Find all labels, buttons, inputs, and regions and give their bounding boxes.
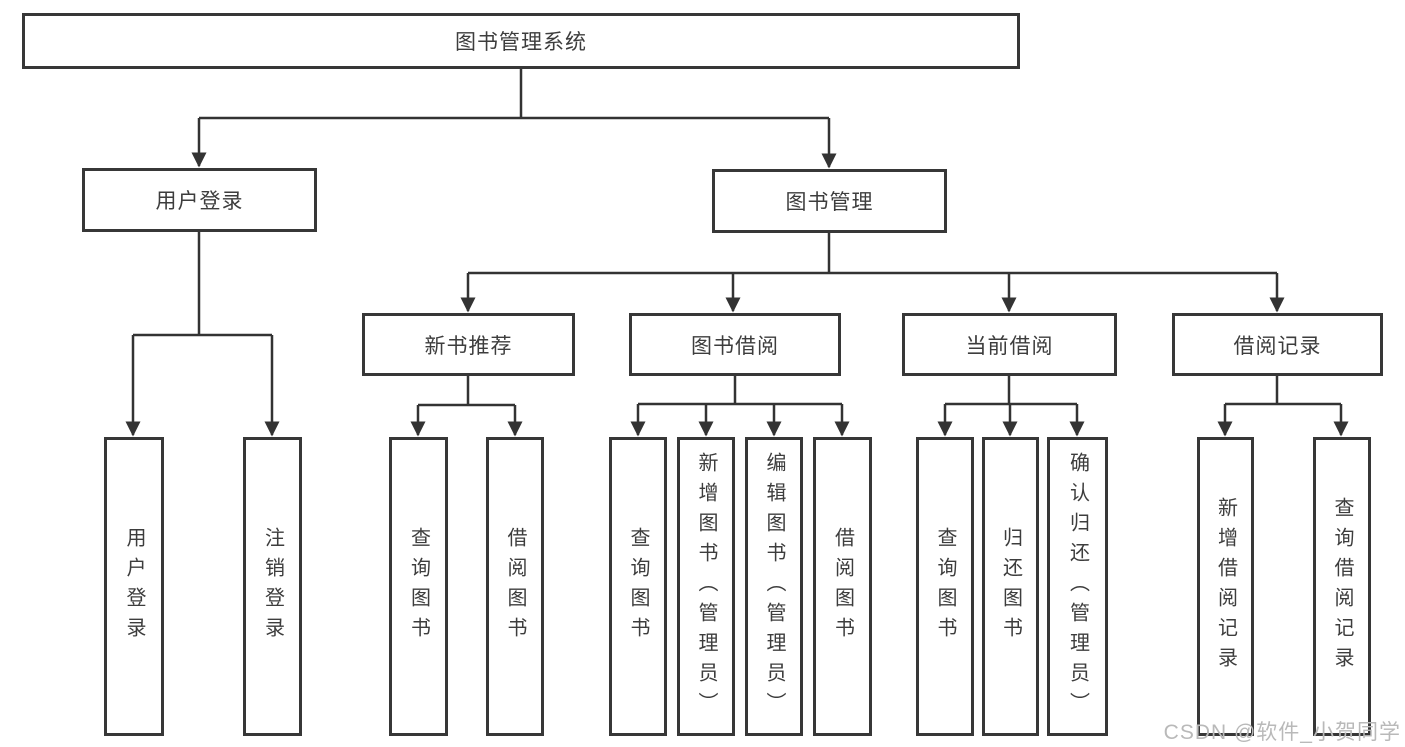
- leaf-user-login: 用户登录: [104, 437, 164, 736]
- leaf-borrow-books-recommendation: 借阅图书: [486, 437, 544, 736]
- node-user-login: 用户登录: [82, 168, 317, 232]
- node-borrowing-records: 借阅记录: [1172, 313, 1383, 376]
- node-current-borrowing: 当前借阅: [902, 313, 1117, 376]
- csdn-watermark: CSDN @软件_小贺同学: [1163, 721, 1401, 744]
- node-book-management: 图书管理: [712, 169, 947, 233]
- leaf-edit-books-admin: 编辑图书（管理员）: [745, 437, 803, 736]
- leaf-query-books-borrowing: 查询图书: [609, 437, 667, 736]
- leaf-query-borrowing-record: 查询借阅记录: [1313, 437, 1371, 736]
- leaf-add-borrowing-record: 新增借阅记录: [1197, 437, 1254, 736]
- node-root-library-management-system: 图书管理系统: [22, 13, 1020, 69]
- node-book-borrowing: 图书借阅: [629, 313, 841, 376]
- leaf-query-books-current: 查询图书: [916, 437, 974, 736]
- leaf-borrow-books-borrowing: 借阅图书: [813, 437, 872, 736]
- leaf-add-books-admin: 新增图书（管理员）: [677, 437, 735, 736]
- leaf-logout: 注销登录: [243, 437, 302, 736]
- leaf-query-books-recommendation: 查询图书: [389, 437, 448, 736]
- leaf-return-books: 归还图书: [982, 437, 1039, 736]
- leaf-confirm-return-admin: 确认归还（管理员）: [1047, 437, 1108, 736]
- node-new-book-recommendation: 新书推荐: [362, 313, 575, 376]
